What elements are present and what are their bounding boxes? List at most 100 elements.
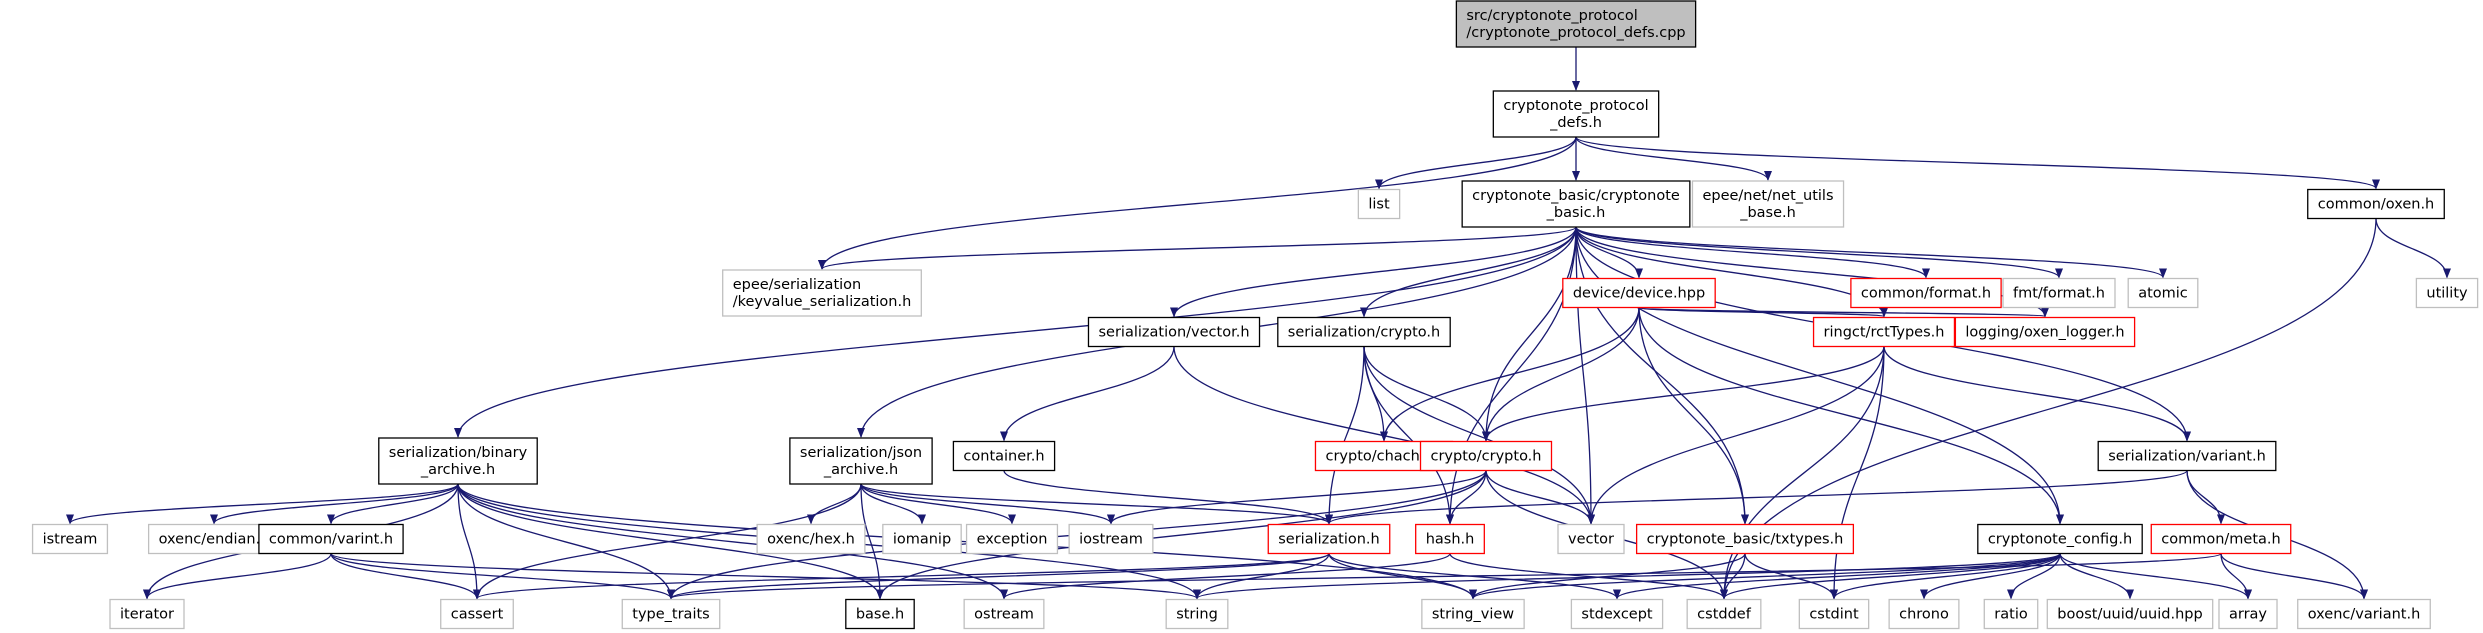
edge-rcttypes-to-cryptoh bbox=[1482, 346, 1885, 442]
node-box bbox=[1165, 598, 1229, 630]
node-stdexcept: stdexcept bbox=[1570, 598, 1664, 630]
node-hashh[interactable]: hash.h bbox=[1415, 523, 1485, 555]
node-box bbox=[1977, 523, 2143, 555]
edge-cnconfig-to-cstddef bbox=[1720, 553, 2061, 600]
node-serbinary[interactable]: serialization/binary_archive.h bbox=[378, 437, 538, 485]
node-iterator: iterator bbox=[109, 598, 185, 630]
node-rcttypes[interactable]: ringct/rctTypes.h bbox=[1812, 316, 1956, 348]
node-box bbox=[1087, 316, 1261, 348]
node-label: /cryptonote_protocol_defs.cpp bbox=[1466, 25, 1685, 41]
node-box bbox=[1557, 523, 1625, 555]
node-cnconfig[interactable]: cryptonote_config.h bbox=[1977, 523, 2143, 555]
node-oxenh[interactable]: common/oxen.h bbox=[2307, 188, 2445, 220]
node-vector: vector bbox=[1557, 523, 1625, 555]
edge-devhpp-to-cnconfig bbox=[1638, 307, 2064, 525]
edge-defs-to-list bbox=[1375, 136, 1577, 190]
edge-cnbasic-to-txtypes bbox=[1575, 226, 1749, 525]
edge-cnconfig-to-ratio bbox=[2007, 553, 2061, 600]
node-servariant[interactable]: serialization/variant.h bbox=[2097, 440, 2277, 472]
node-oxenlogger[interactable]: logging/oxen_logger.h bbox=[1954, 316, 2136, 348]
edge-serbinary-to-varint bbox=[327, 483, 459, 525]
node-cstddef: cstddef bbox=[1686, 598, 1762, 630]
node-uuid: boost/uuid/uuid.hpp bbox=[2046, 598, 2214, 630]
node-box bbox=[952, 440, 1056, 472]
node-serjson[interactable]: serialization/json_archive.h bbox=[789, 437, 933, 485]
node-box bbox=[2046, 598, 2214, 630]
node-devhpp[interactable]: device/device.hpp bbox=[1562, 277, 1716, 309]
node-label: iostream bbox=[1079, 532, 1143, 548]
node-label: common/varint.h bbox=[269, 532, 393, 548]
edge-cnbasic-to-atomic bbox=[1575, 226, 2167, 279]
node-box bbox=[258, 523, 404, 555]
edge-cnbasic-to-cformat bbox=[1575, 226, 1930, 279]
node-label: type_traits bbox=[632, 607, 709, 623]
edge-cnbasic-to-servector bbox=[1170, 226, 1577, 318]
node-baseh[interactable]: base.h bbox=[845, 598, 915, 630]
node-label: stdexcept bbox=[1581, 607, 1653, 623]
node-box bbox=[1635, 523, 1855, 555]
node-label: base.h bbox=[856, 607, 904, 623]
node-endian: oxenc/endian.h bbox=[147, 523, 281, 555]
edge-cryptoh-to-vector bbox=[1485, 470, 1595, 525]
node-label: serialization/vector.h bbox=[1098, 325, 1249, 341]
node-container[interactable]: container.h bbox=[952, 440, 1056, 472]
node-box bbox=[2002, 277, 2116, 309]
node-label: oxenc/variant.h bbox=[2308, 607, 2421, 623]
node-cryptoh[interactable]: crypto/crypto.h bbox=[1419, 440, 1553, 472]
edge-servariant-to-meta bbox=[2186, 470, 2225, 525]
node-label: common/format.h bbox=[1861, 286, 1991, 302]
node-sercrypto[interactable]: serialization/crypto.h bbox=[1277, 316, 1451, 348]
edge-cnbasic-to-vector bbox=[1575, 226, 1595, 525]
edge-serjson-to-iomanip bbox=[860, 483, 926, 525]
node-label: boost/uuid/uuid.hpp bbox=[2057, 607, 2202, 623]
edge-varint-to-iterator bbox=[143, 553, 332, 600]
edge-cnbasic-to-serbinary bbox=[454, 226, 1577, 438]
node-box bbox=[2307, 188, 2445, 220]
node-box bbox=[789, 437, 933, 485]
node-servector[interactable]: serialization/vector.h bbox=[1087, 316, 1261, 348]
node-label: fmt/format.h bbox=[2013, 286, 2105, 302]
node-txtypes[interactable]: cryptonote_basic/txtypes.h bbox=[1635, 523, 1855, 555]
node-cformat[interactable]: common/format.h bbox=[1850, 277, 2002, 309]
node-label: string_view bbox=[1432, 607, 1514, 623]
edge-cnbasic-to-sercrypto bbox=[1360, 226, 1577, 318]
edge-servariant-to-serh bbox=[1325, 469, 2188, 525]
edge-sercrypto-to-hashh bbox=[1363, 346, 1454, 525]
node-label: string bbox=[1176, 607, 1218, 623]
node-defs[interactable]: cryptonote_protocol_defs.h bbox=[1492, 90, 1660, 138]
node-box bbox=[1492, 90, 1660, 138]
node-box bbox=[1419, 440, 1553, 472]
node-label: crypto/crypto.h bbox=[1431, 449, 1542, 465]
node-label: cryptonote_protocol bbox=[1503, 98, 1648, 114]
node-box bbox=[1357, 188, 1401, 220]
edge-rcttypes-to-servariant bbox=[1883, 346, 2191, 442]
node-label: utility bbox=[2426, 286, 2468, 302]
node-chrono: chrono bbox=[1888, 598, 1960, 630]
edge-meta-to-array bbox=[2220, 553, 2252, 600]
edge-serjson-to-iostream bbox=[860, 483, 1115, 525]
edge-serjson-to-exception bbox=[860, 483, 1016, 525]
node-box bbox=[1888, 598, 1960, 630]
node-label: _base.h bbox=[1739, 205, 1796, 221]
edge-sercrypto-to-serh bbox=[1325, 346, 1365, 525]
node-cnbasic[interactable]: cryptonote_basic/cryptonote_basic.h bbox=[1461, 180, 1691, 228]
edge-devhpp-to-cryptoh bbox=[1482, 307, 1640, 442]
edge-rcttypes-to-cstdint bbox=[1830, 346, 1885, 600]
node-fmtformat: fmt/format.h bbox=[2002, 277, 2116, 309]
node-root[interactable]: src/cryptonote_protocol/cryptonote_proto… bbox=[1455, 0, 1697, 48]
node-meta[interactable]: common/meta.h bbox=[2150, 523, 2292, 555]
edge-meta-to-typetraits bbox=[667, 552, 2222, 600]
node-box bbox=[722, 269, 922, 317]
node-label: ringct/rctTypes.h bbox=[1824, 325, 1945, 341]
node-box bbox=[1277, 316, 1451, 348]
node-box bbox=[1983, 598, 2039, 630]
node-netutils: epee/net/net_utils_base.h bbox=[1691, 180, 1845, 228]
node-varint[interactable]: common/varint.h bbox=[258, 523, 404, 555]
node-serh[interactable]: serialization.h bbox=[1267, 523, 1391, 555]
node-ostream: ostream bbox=[963, 598, 1045, 630]
node-box bbox=[756, 523, 866, 555]
node-label: /keyvalue_serialization.h bbox=[733, 294, 912, 310]
edge-container-to-serh bbox=[1003, 470, 1333, 525]
node-box bbox=[31, 523, 109, 555]
node-label: common/oxen.h bbox=[2318, 197, 2435, 213]
